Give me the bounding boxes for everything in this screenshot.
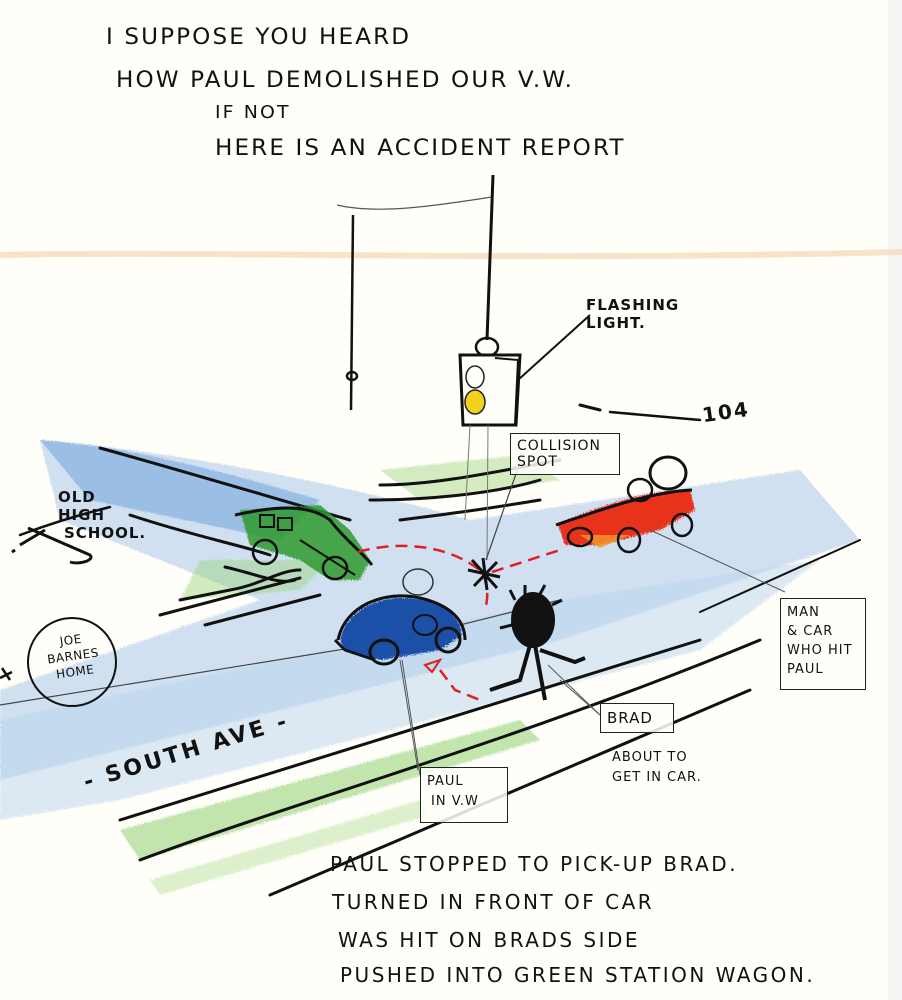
blue-vw-beetle bbox=[333, 568, 467, 771]
footer-line-2: TURNED IN FRONT OF CAR bbox=[332, 890, 655, 914]
joe-barnes-home-label: JOE BARNES HOME bbox=[35, 627, 111, 684]
man-and-car-line-4: PAUL bbox=[787, 662, 824, 677]
leader-lines bbox=[401, 659, 601, 776]
red-car bbox=[555, 455, 786, 593]
footer-line-3: WAS HIT ON BRADS SIDE bbox=[338, 928, 641, 952]
collision-spot-label: COLLISION SPOT bbox=[510, 433, 620, 475]
header-line-4: HERE IS AN ACCIDENT REPORT bbox=[215, 136, 626, 161]
footer-line-1: PAUL STOPPED TO PICK-UP BRAD. bbox=[330, 852, 739, 876]
old-high-school-line-2: HIGH bbox=[58, 506, 106, 524]
x-marker-icon bbox=[11, 526, 93, 565]
flashing-light-label: FLASHING LIGHT. bbox=[586, 296, 679, 332]
flashing-light-icon bbox=[458, 314, 591, 561]
header-line-2: HOW PAUL DEMOLISHED OUR V.W. bbox=[116, 68, 575, 93]
arrow-icon bbox=[423, 658, 443, 674]
man-and-car-line-1: MAN bbox=[787, 605, 820, 620]
brad-note-line-1: ABOUT TO bbox=[612, 750, 688, 765]
old-high-school-label: OLD HIGH SCHOOL. bbox=[50, 488, 146, 542]
paul-in-vw-label: PAUL IN V.W bbox=[420, 767, 508, 823]
utility-poles bbox=[336, 174, 495, 411]
green-station-wagon bbox=[234, 505, 374, 581]
brad-figure bbox=[489, 584, 601, 716]
paul-in-vw-line-1: PAUL bbox=[427, 774, 464, 789]
paul-in-vw-line-2: IN V.W bbox=[431, 794, 479, 809]
man-and-car-label: MAN & CAR WHO HIT PAUL bbox=[780, 598, 866, 690]
joe-barnes-home-marker bbox=[0, 617, 117, 707]
brad-note-line-2: GET IN CAR. bbox=[612, 770, 702, 785]
collision-star-icon bbox=[467, 557, 501, 591]
old-high-school-line-3: SCHOOL. bbox=[64, 524, 147, 542]
flashing-light-label-line-2: LIGHT. bbox=[586, 314, 646, 332]
man-and-car-line-2: & CAR bbox=[787, 624, 834, 639]
collision-path bbox=[357, 544, 561, 702]
paper-fold bbox=[0, 249, 902, 260]
header-line-3: IF NOT bbox=[215, 102, 291, 123]
old-high-school-line-1: OLD bbox=[58, 488, 96, 506]
header-line-1: I SUPPOSE YOU HEARD bbox=[106, 25, 412, 50]
collision-pointer bbox=[485, 467, 519, 561]
collision-spot-label-line-1: COLLISION bbox=[517, 438, 602, 454]
man-and-car-line-3: WHO HIT bbox=[787, 643, 853, 658]
brad-label: BRAD bbox=[600, 703, 674, 733]
brad-note: ABOUT TO GET IN CAR. bbox=[612, 748, 702, 788]
flashing-light-label-line-1: FLASHING bbox=[586, 296, 680, 314]
footer-line-4: PUSHED INTO GREEN STATION WAGON. bbox=[340, 963, 816, 987]
collision-spot-label-line-2: SPOT bbox=[517, 454, 558, 470]
